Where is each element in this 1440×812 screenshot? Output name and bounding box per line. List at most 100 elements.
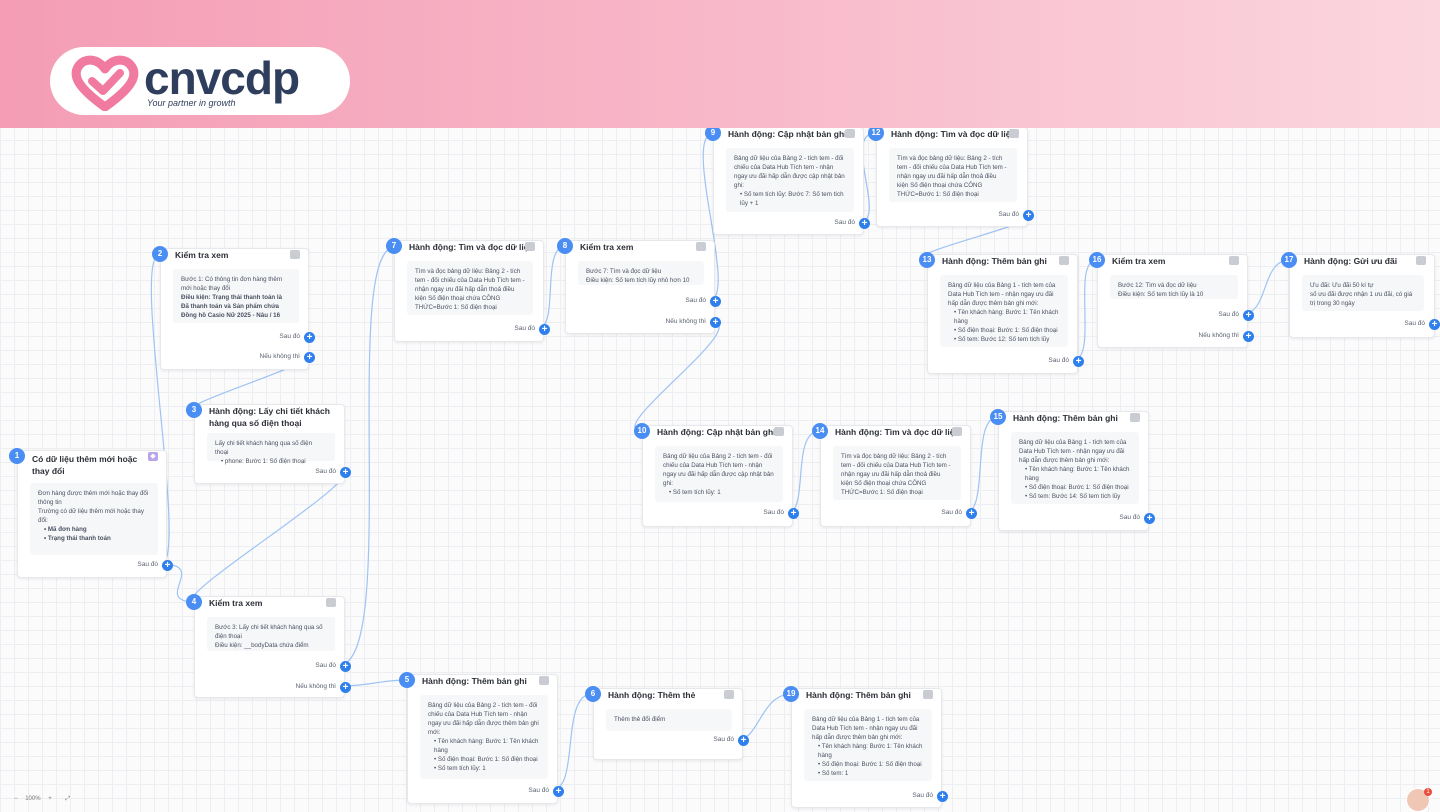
body-line: • Số điện thoại: Bước 1: Số điện thoại bbox=[954, 327, 1058, 334]
node-body: Bước 7: Tìm và đọc dữ liệu Điều kiện: Số… bbox=[578, 261, 704, 285]
step-number: 8 bbox=[557, 238, 573, 254]
node-body: Bước 1: Có thông tin đơn hàng thêm mới h… bbox=[173, 269, 299, 323]
flow-node-9[interactable]: 9 Hành động: Cập nhật bản ghi Bảng dữ li… bbox=[705, 125, 870, 235]
node-title: Hành động: Thêm bản ghi bbox=[942, 256, 1047, 266]
step-number: 6 bbox=[585, 686, 601, 702]
output-label: Nếu không thì bbox=[295, 683, 336, 690]
heart-logo-icon bbox=[71, 55, 139, 111]
flow-node-3[interactable]: 3 Hành động: Lấy chi tiết khách hàng qua… bbox=[186, 402, 351, 484]
flow-node-17[interactable]: 17 Hành động: Gửi ưu đãi Ưu đãi: Ưu đãi … bbox=[1281, 252, 1440, 338]
node-title: Kiểm tra xem bbox=[1112, 256, 1166, 266]
node-body: Tìm và đọc bảng dữ liệu: Bảng 2 - tích t… bbox=[833, 446, 961, 500]
step-number: 7 bbox=[386, 238, 402, 254]
body-line: Tìm và đọc bảng dữ liệu: Bảng 2 - tích t… bbox=[841, 453, 951, 496]
step-number: 3 bbox=[186, 402, 202, 418]
zoom-out-button[interactable]: − bbox=[14, 796, 18, 802]
flow-node-19[interactable]: 19 Hành động: Thêm bản ghi Bảng dữ liệu … bbox=[783, 686, 948, 808]
add-step-icon[interactable]: + bbox=[304, 352, 315, 363]
logo[interactable]: cnvcdp Your partner in growth bbox=[50, 47, 350, 115]
body-line: Điều kiện: __bodyData chứa điểm bbox=[215, 642, 309, 649]
add-step-icon[interactable]: + bbox=[340, 682, 351, 693]
body-line: Lấy chi tiết khách hàng qua số điện thoạ… bbox=[215, 440, 313, 456]
gift-icon bbox=[1416, 256, 1426, 265]
add-step-icon[interactable]: + bbox=[966, 508, 977, 519]
step-number: 12 bbox=[868, 125, 884, 141]
step-number: 4 bbox=[186, 594, 202, 610]
flow-node-15[interactable]: 15 Hành động: Thêm bản ghi Bảng dữ liệu … bbox=[990, 409, 1155, 531]
flow-node-14[interactable]: 14 Hành động: Tìm và đọc dữ liệu Tìm và … bbox=[812, 423, 977, 527]
add-step-icon[interactable]: + bbox=[1429, 319, 1440, 330]
body-line: • Số tem tích lũy: 1 bbox=[434, 765, 486, 772]
output-label: Sau đó bbox=[137, 561, 158, 568]
body-line: Bảng dữ liệu của Bảng 1 - tích tem của D… bbox=[812, 716, 920, 741]
body-line: • Số tem: Bước 14: Số tem tích lũy bbox=[1025, 493, 1121, 500]
search-icon bbox=[1009, 129, 1019, 138]
flow-node-2[interactable]: 2 Kiểm tra xem Bước 1: Có thông tin đơn … bbox=[152, 246, 315, 370]
output-label: Sau đó bbox=[998, 211, 1019, 218]
add-step-icon[interactable]: + bbox=[738, 735, 749, 746]
step-number: 17 bbox=[1281, 252, 1297, 268]
body-line: Bước 3: Lấy chi tiết khách hàng qua số đ… bbox=[215, 624, 323, 640]
flow-node-16[interactable]: 16 Kiểm tra xem Bước 12: Tìm và đọc dữ l… bbox=[1089, 252, 1254, 348]
flow-node-6[interactable]: 6 Hành động: Thêm thẻ Thêm thẻ đổi điểm … bbox=[585, 686, 749, 760]
zoom-level: 100% bbox=[25, 796, 41, 802]
add-step-icon[interactable]: + bbox=[1073, 356, 1084, 367]
node-title: Hành động: Cập nhật bản ghi bbox=[657, 427, 776, 437]
output-label: Sau đó bbox=[1119, 514, 1140, 521]
body-line: • Số tem: 1 bbox=[818, 770, 849, 777]
add-step-icon[interactable]: + bbox=[1243, 331, 1254, 342]
flow-node-13[interactable]: 13 Hành động: Thêm bản ghi Bảng dữ liệu … bbox=[919, 252, 1084, 374]
body-line: Ưu đãi: Ưu đãi 50 kí tự bbox=[1310, 282, 1374, 289]
trigger-icon: ◆ bbox=[148, 452, 158, 461]
fit-view-icon[interactable]: ⤢ bbox=[65, 796, 71, 802]
node-body: Đơn hàng được thêm mới hoặc thay đổi thô… bbox=[30, 483, 158, 555]
output-label: Sau đó bbox=[834, 219, 855, 226]
add-step-icon[interactable]: + bbox=[304, 332, 315, 343]
flow-node-4[interactable]: 4 Kiểm tra xem Bước 3: Lấy chi tiết khác… bbox=[186, 594, 351, 698]
add-step-icon[interactable]: + bbox=[340, 661, 351, 672]
body-line: • Số tem tích lũy: Bước 7: Số tem tích l… bbox=[740, 191, 844, 207]
add-step-icon[interactable]: + bbox=[937, 791, 948, 802]
add-step-icon[interactable]: + bbox=[710, 296, 721, 307]
body-line: Điều kiện: Trạng thái thanh toán là Đã t… bbox=[181, 294, 283, 319]
notification-badge: 1 bbox=[1424, 788, 1432, 796]
body-line: • Tên khách hàng: Bước 1: Tên khách hàng bbox=[818, 743, 923, 759]
body-line: Điều kiện: Số tem tích lũy là 10 bbox=[1118, 291, 1204, 298]
flow-node-1[interactable]: 1 Có dữ liệu thêm mới hoặc thay đổi ◆ Đơ… bbox=[9, 448, 173, 578]
zoom-in-button[interactable]: + bbox=[48, 796, 52, 802]
add-step-icon[interactable]: + bbox=[788, 508, 799, 519]
add-step-icon[interactable]: + bbox=[1023, 210, 1034, 221]
body-line: Bảng dữ liệu của Bảng 1 - tích tem của D… bbox=[948, 282, 1056, 307]
flow-node-7[interactable]: 7 Hành động: Tìm và đọc dữ liệu Tìm và đ… bbox=[386, 238, 550, 342]
flow-node-10[interactable]: 10 Hành động: Cập nhật bản ghi Bảng dữ l… bbox=[634, 423, 799, 527]
add-step-icon[interactable]: + bbox=[1144, 513, 1155, 524]
body-line: Bảng dữ liệu của Bảng 2 - tích tem - đối… bbox=[734, 155, 845, 189]
node-body: Tìm và đọc bảng dữ liệu: Bảng 2 - tích t… bbox=[889, 148, 1017, 202]
flow-node-5[interactable]: 5 Hành động: Thêm bản ghi Bảng dữ liệu c… bbox=[399, 672, 564, 804]
add-step-icon[interactable]: + bbox=[553, 786, 564, 797]
add-step-icon[interactable]: + bbox=[710, 317, 721, 328]
condition-icon bbox=[326, 598, 336, 607]
body-line: • Tên khách hàng: Bước 1: Tên khách hàng bbox=[1025, 466, 1130, 482]
body-line: Bước 7: Tìm và đọc dữ liệu bbox=[586, 268, 662, 275]
add-step-icon[interactable]: + bbox=[859, 218, 870, 229]
record-icon bbox=[1059, 256, 1069, 265]
body-line: Điều kiện: Số tem tích lũy nhỏ hơn 10 bbox=[586, 277, 690, 284]
node-body: Thêm thẻ đổi điểm bbox=[606, 709, 732, 731]
step-number: 19 bbox=[783, 686, 799, 702]
brand-name: cnvcdp bbox=[144, 52, 300, 104]
body-line: số ưu đãi được nhận 1 ưu đãi, có giá trị… bbox=[1310, 291, 1413, 307]
add-step-icon[interactable]: + bbox=[162, 560, 173, 571]
record-icon bbox=[774, 427, 784, 436]
output-label: Sau đó bbox=[315, 468, 336, 475]
step-number: 15 bbox=[990, 409, 1006, 425]
add-step-icon[interactable]: + bbox=[1243, 310, 1254, 321]
flow-node-12[interactable]: 12 Hành động: Tìm và đọc dữ liệu Tìm và … bbox=[868, 125, 1034, 227]
output-label: Sau đó bbox=[941, 509, 962, 516]
node-title: Hành động: Tìm và đọc dữ liệu bbox=[835, 427, 960, 437]
body-line: • Số điện thoại: Bước 1: Số điện thoại bbox=[1025, 484, 1129, 491]
body-line: Đơn hàng được thêm mới hoặc thay đổi thô… bbox=[38, 490, 149, 506]
add-step-icon[interactable]: + bbox=[340, 467, 351, 478]
add-step-icon[interactable]: + bbox=[539, 324, 550, 335]
flow-node-8[interactable]: 8 Kiểm tra xem Bước 7: Tìm và đọc dữ liệ… bbox=[557, 238, 721, 334]
